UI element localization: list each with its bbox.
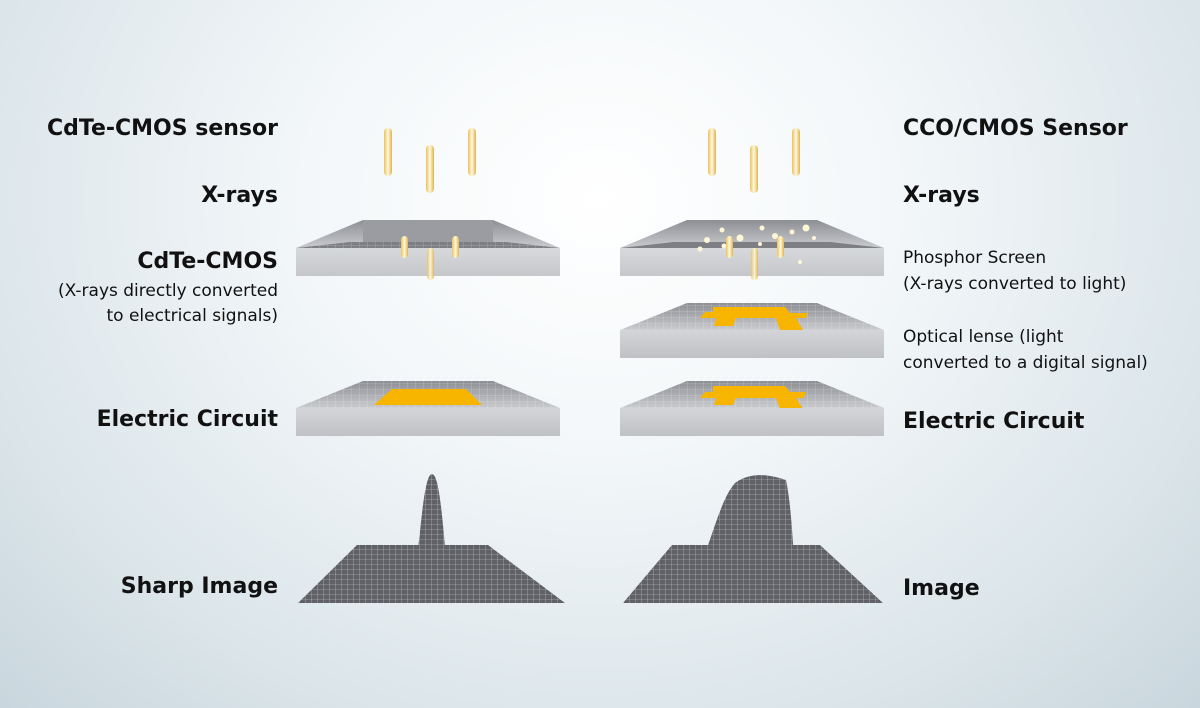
phosphor-label: Phosphor Screen — [903, 248, 1047, 268]
left-circuit-label: Electric Circuit — [96, 407, 278, 432]
xray-beams-left — [384, 128, 476, 193]
image-plot — [623, 475, 883, 603]
electric-circuit-right — [620, 381, 884, 436]
sharp-image-label: Sharp Image — [120, 574, 278, 599]
image-label: Image — [903, 576, 980, 601]
right-xrays-label: X-rays — [903, 183, 980, 208]
left-title: CdTe-CMOS sensor — [46, 116, 278, 141]
sharp-image-plot — [298, 474, 565, 603]
cdte-cmos-label: CdTe-CMOS — [137, 249, 278, 274]
cdte-cmos-desc-2: to electrical signals) — [106, 306, 278, 326]
phosphor-screen-layer — [620, 220, 884, 280]
optical-lens-label-2: converted to a digital signal) — [903, 353, 1148, 373]
electric-circuit-left — [296, 381, 560, 436]
phosphor-desc: (X-rays converted to light) — [903, 274, 1127, 294]
right-title: CCO/CMOS Sensor — [903, 116, 1128, 141]
xray-beams-right — [708, 128, 800, 193]
left-xrays-label: X-rays — [201, 183, 278, 208]
cdte-cmos-desc-1: (X-rays directly converted — [57, 281, 278, 301]
cdte-cmos-layer — [296, 220, 560, 280]
optical-lens-layer — [620, 303, 884, 358]
optical-lens-label-1: Optical lense (light — [903, 327, 1064, 347]
right-circuit-label: Electric Circuit — [903, 409, 1085, 434]
